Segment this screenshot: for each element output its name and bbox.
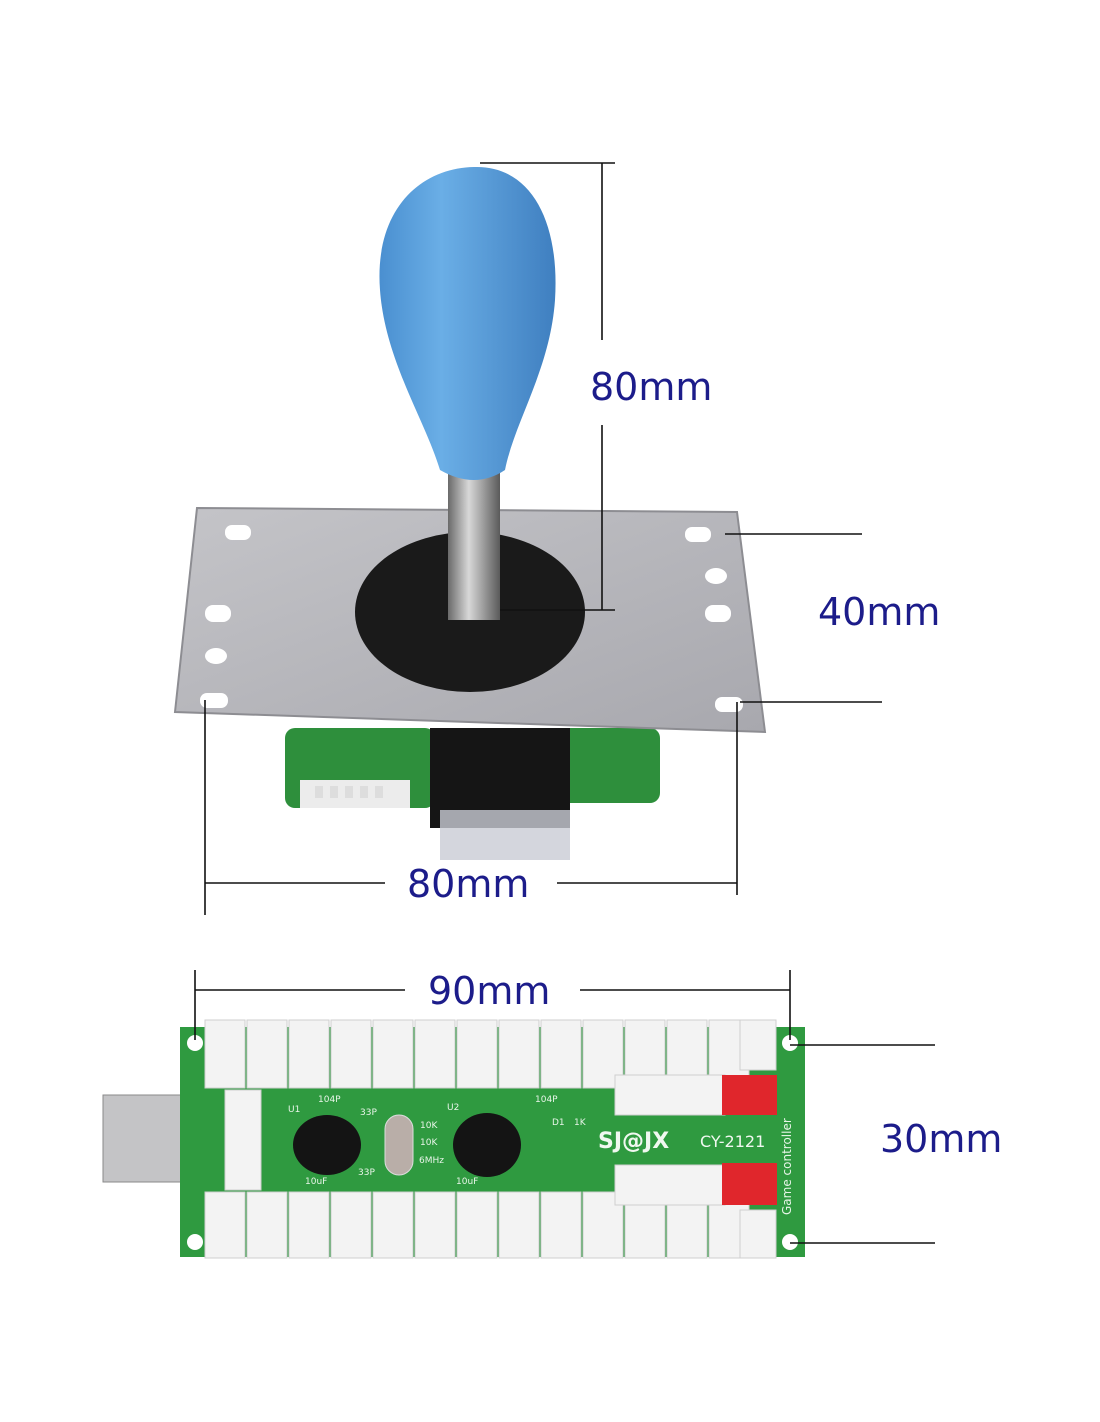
ball-top <box>379 166 556 480</box>
svg-text:10uF: 10uF <box>456 1177 478 1187</box>
board-height-label: 30mm <box>880 1117 1002 1161</box>
svg-text:33P: 33P <box>358 1168 375 1178</box>
svg-text:10K: 10K <box>420 1121 438 1131</box>
joystick-pcb <box>285 728 660 860</box>
svg-text:104P: 104P <box>535 1095 558 1105</box>
red-connector <box>722 1075 777 1115</box>
dimension-lines-joystick <box>204 162 882 915</box>
svg-text:10uF: 10uF <box>305 1177 327 1187</box>
svg-text:10K: 10K <box>420 1138 438 1148</box>
joystick-shaft <box>448 465 500 620</box>
board-model: CY-2121 <box>700 1132 765 1151</box>
board-side-text: Game controller <box>780 1118 794 1215</box>
encoder-board <box>102 1019 805 1259</box>
board-brand: SJ@JX <box>598 1129 669 1154</box>
svg-text:104P: 104P <box>318 1095 341 1105</box>
plate-height-label: 40mm <box>818 590 940 634</box>
svg-text:33P: 33P <box>360 1108 377 1118</box>
chip-u2 <box>453 1113 521 1177</box>
svg-text:U2: U2 <box>447 1103 459 1113</box>
board-silkscreen: U1 104P 33P 33P 10uF 10K 10K U2 6MHz 10u… <box>288 1095 794 1215</box>
crystal <box>384 1114 414 1176</box>
chip-u1 <box>293 1115 361 1175</box>
svg-text:D1: D1 <box>552 1118 565 1128</box>
dimension-lines-board <box>194 970 935 1244</box>
red-connector <box>722 1163 777 1205</box>
svg-text:1K: 1K <box>574 1118 587 1128</box>
svg-text:6MHz: 6MHz <box>419 1156 444 1166</box>
joystick-height-label: 80mm <box>590 365 712 409</box>
board-width-label: 90mm <box>428 969 550 1013</box>
svg-text:U1: U1 <box>288 1105 300 1115</box>
plate-width-label: 80mm <box>407 862 529 906</box>
